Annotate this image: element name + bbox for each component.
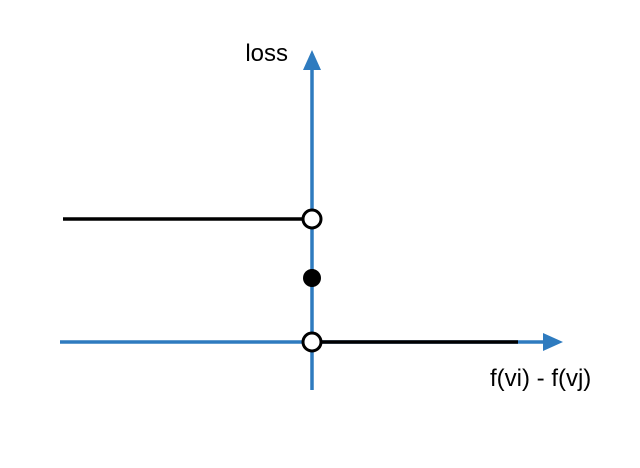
y-axis-arrowhead	[303, 50, 321, 70]
x-axis-arrowhead	[543, 333, 563, 351]
y-axis-label: loss	[245, 40, 288, 67]
x-axis-label: f(vi) - f(vj)	[490, 365, 592, 392]
open-circle-marker-high	[301, 208, 323, 230]
filled-circle-marker-middle	[303, 269, 321, 287]
open-circle-marker-zero	[301, 331, 323, 353]
